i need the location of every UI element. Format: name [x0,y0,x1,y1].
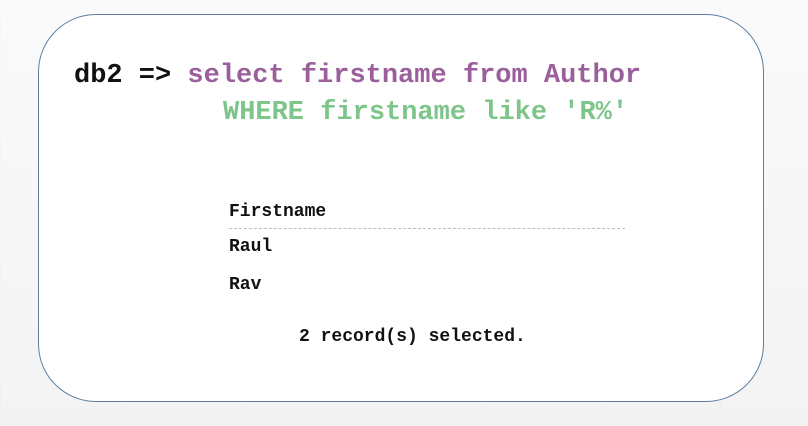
query-result: Firstname Raul Rav 2 record(s) selected. [229,201,625,347]
result-divider [229,228,625,229]
records-selected-summary: 2 record(s) selected. [299,327,526,347]
sql-console-panel: db2 => select firstname from Author WHER… [38,14,764,402]
command-line: db2 => select firstname from Author [74,59,641,93]
sql-where-clause: WHERE firstname like 'R%' [223,98,629,128]
result-row: Raul [229,237,273,257]
db2-prompt: db2 => [74,61,172,91]
result-column-header: Firstname [229,202,327,222]
result-row: Rav [229,275,262,295]
sql-select-statement: select firstname from Author [187,61,642,91]
